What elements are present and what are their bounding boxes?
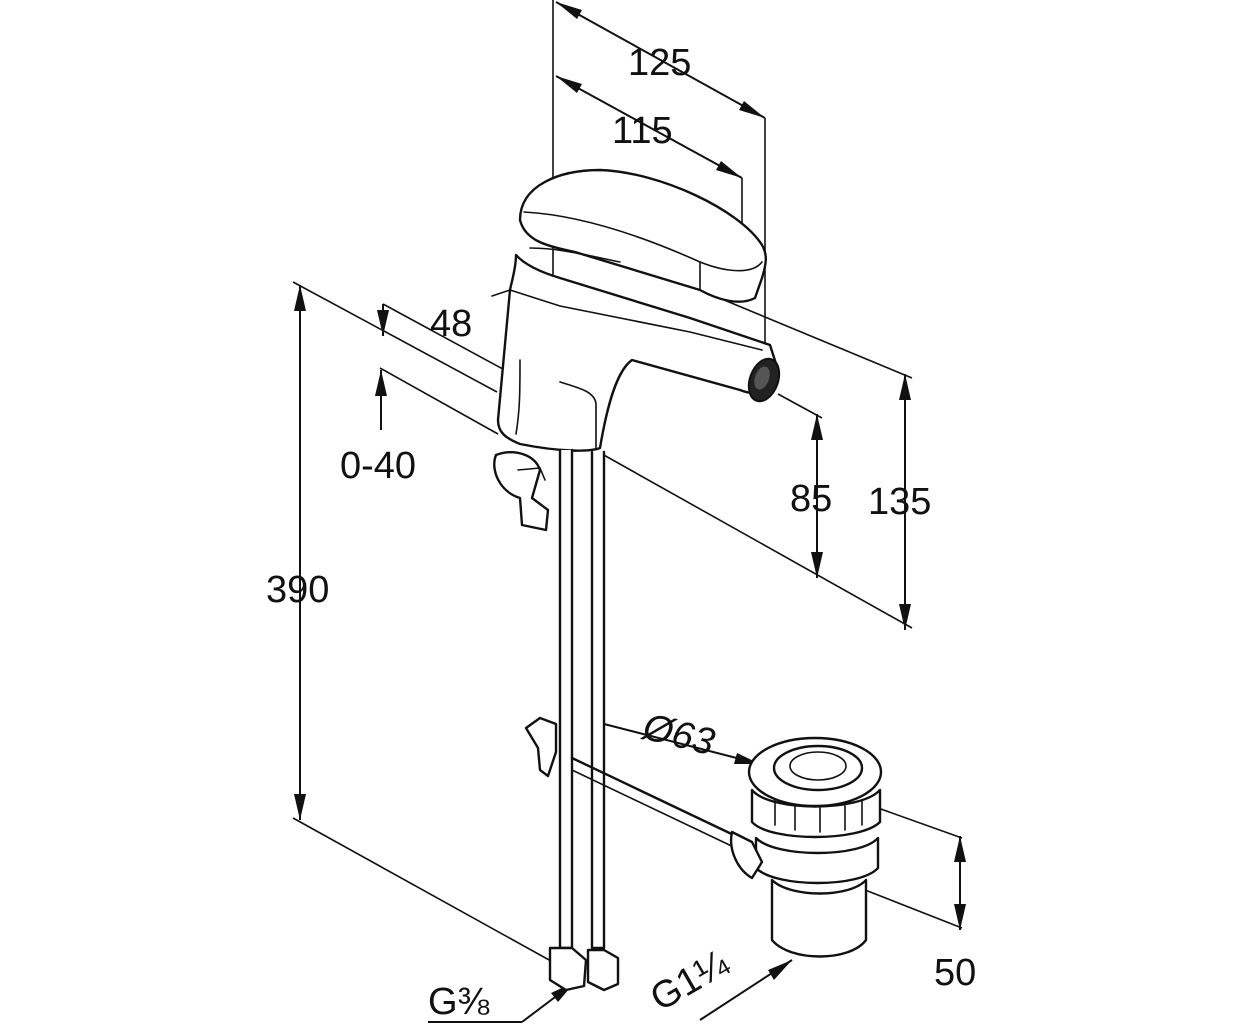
- hose-nut-right: [586, 948, 620, 992]
- drain-assembly: [729, 736, 883, 958]
- arrow-115-right: [716, 161, 742, 178]
- arrow-040-top: [377, 310, 389, 336]
- label-diameter-63: Ø63: [637, 705, 719, 764]
- arrow-115-left: [556, 76, 582, 93]
- label-125: 125: [628, 42, 691, 84]
- arrow-85-bottom: [811, 552, 823, 578]
- label-g1-1-4: G1¼: [644, 942, 737, 1020]
- mounting-bracket: [493, 451, 550, 532]
- arrow-50-bottom: [954, 904, 966, 930]
- arrow-g114: [768, 960, 792, 980]
- label-390: 390: [266, 569, 329, 611]
- arrow-125-left: [556, 2, 582, 19]
- label-115: 115: [612, 110, 673, 152]
- arrow-040-bottom: [375, 370, 387, 396]
- arrow-390-bottom: [294, 794, 306, 820]
- arrow-85-top: [811, 414, 823, 440]
- faucet-main-body: [496, 253, 780, 452]
- hose-nut-left: [548, 946, 588, 992]
- supply-hose-left: [558, 448, 574, 950]
- drain-tailpiece: [770, 878, 868, 958]
- label-48: 48: [430, 303, 472, 345]
- drain-body-upper: [750, 788, 882, 839]
- label-135: 135: [868, 481, 931, 523]
- supply-hose-right: [590, 450, 606, 950]
- drain-body-lower: [754, 836, 880, 885]
- label-0-40: 0-40: [340, 445, 416, 487]
- arrow-50-top: [954, 836, 966, 862]
- extension-lines: [292, 0, 963, 967]
- linkage-rod: [570, 756, 742, 840]
- arrow-125-right: [739, 101, 765, 118]
- label-50: 50: [934, 952, 976, 994]
- arrow-135-top: [899, 374, 911, 400]
- arrow-390-top: [294, 285, 306, 311]
- drain-connector: [729, 830, 764, 880]
- label-85: 85: [790, 478, 832, 520]
- dimension-lines: [294, 1, 966, 1023]
- faucet-body: [491, 168, 781, 992]
- arrow-135-bottom: [899, 604, 911, 630]
- label-g3-8: G⅜: [428, 981, 490, 1023]
- rod-clip: [524, 716, 558, 778]
